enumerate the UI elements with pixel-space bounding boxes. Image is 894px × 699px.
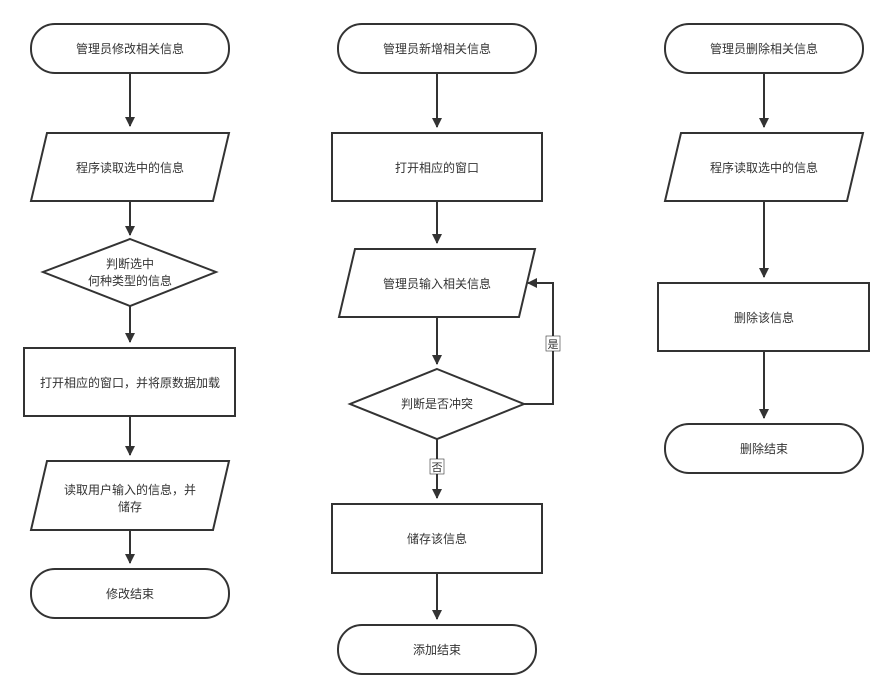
decision-diamond-shape	[40, 237, 219, 308]
process-shape	[23, 347, 236, 417]
node-modify-read-input: 读取用户输入的信息，并 储存	[29, 460, 231, 531]
node-label: 删除该信息	[734, 310, 794, 325]
terminator-shape	[337, 23, 537, 74]
terminator-shape	[664, 423, 864, 474]
node-label: 打开相应的窗口	[395, 160, 479, 175]
node-label-line-1: 判断选中	[106, 256, 154, 271]
node-label-line-2: 何种类型的信息	[88, 273, 172, 288]
node-label: 管理员新增相关信息	[383, 41, 491, 56]
node-label: 管理员删除相关信息	[710, 41, 818, 56]
data-parallelogram-shape	[663, 132, 865, 202]
edge-label-box	[429, 458, 445, 475]
data-parallelogram-shape	[29, 132, 231, 202]
node-label: 删除结束	[740, 441, 788, 456]
node-label: 修改结束	[106, 586, 154, 601]
node-label: 程序读取选中的信息	[76, 160, 184, 175]
node-delete-end: 删除结束	[664, 423, 864, 474]
node-add-end: 添加结束	[337, 624, 537, 675]
process-shape	[331, 503, 543, 574]
node-add-start: 管理员新增相关信息	[337, 23, 537, 74]
process-shape	[331, 132, 543, 202]
process-shape	[657, 282, 870, 352]
node-modify-open-window: 打开相应的窗口，并将原数据加载	[23, 347, 236, 417]
node-delete-remove: 删除该信息	[657, 282, 870, 352]
node-label: 判断是否冲突	[401, 396, 473, 411]
delete-flow: 管理员删除相关信息 程序读取选中的信息 删除该信息 删除结束	[657, 23, 870, 474]
node-label-line-2: 储存	[118, 499, 142, 514]
node-modify-start: 管理员修改相关信息	[30, 23, 230, 74]
node-modify-end: 修改结束	[30, 568, 230, 619]
data-parallelogram-shape	[337, 248, 537, 318]
node-modify-decision-type: 判断选中 何种类型的信息	[40, 237, 219, 308]
node-add-open-window: 打开相应的窗口	[331, 132, 543, 202]
terminator-shape	[337, 624, 537, 675]
terminator-shape	[664, 23, 864, 74]
node-add-input: 管理员输入相关信息	[337, 248, 537, 318]
node-label: 储存该信息	[407, 531, 467, 546]
decision-diamond-shape	[347, 367, 527, 441]
node-label-line-1: 读取用户输入的信息，并	[64, 482, 196, 497]
node-label: 管理员输入相关信息	[383, 276, 491, 291]
edge-label-box	[545, 335, 561, 352]
node-delete-start: 管理员删除相关信息	[664, 23, 864, 74]
node-label: 添加结束	[413, 643, 461, 657]
add-flow: 是 否 管理员新增相关信息 打开相应的窗口 管理员输入相关信息 判断是否冲突 储…	[331, 23, 561, 675]
edge-label-no: 否	[429, 458, 445, 475]
node-modify-read-selected: 程序读取选中的信息	[29, 132, 231, 202]
edge-label-yes: 是	[545, 335, 561, 352]
terminator-shape	[30, 568, 230, 619]
node-label: 管理员修改相关信息	[76, 41, 184, 56]
data-parallelogram-shape	[29, 460, 231, 531]
node-delete-read-selected: 程序读取选中的信息	[663, 132, 865, 202]
modify-flow: 管理员修改相关信息 程序读取选中的信息 判断选中 何种类型的信息 打开相应的窗口…	[23, 23, 236, 619]
node-add-decision-conflict: 判断是否冲突	[347, 367, 527, 441]
terminator-shape	[30, 23, 230, 74]
node-label: 程序读取选中的信息	[710, 160, 818, 175]
node-add-save: 储存该信息	[331, 503, 543, 574]
node-label: 打开相应的窗口，并将原数据加载	[40, 375, 220, 390]
yes-label: 是	[548, 338, 559, 351]
no-label: 否	[432, 461, 443, 474]
